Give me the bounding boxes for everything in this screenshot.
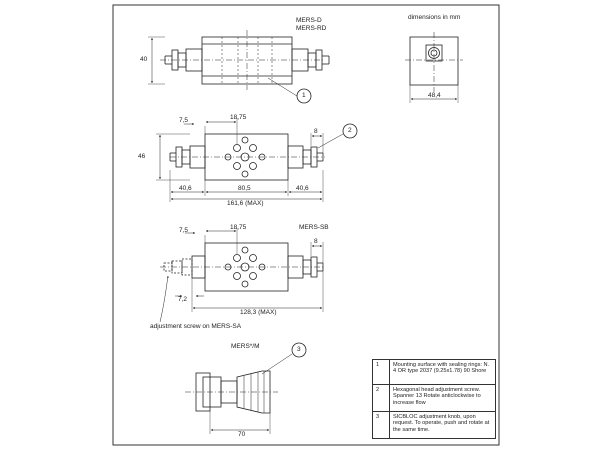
callout-2: 2 [348,127,352,134]
dim-8-top: 8 [314,128,318,135]
dim-7-2: 7,2 [178,296,188,303]
adjustment-screw-label: adjustment screw on MERS-SA [150,323,242,330]
dim-40-6-right: 40,6 [296,185,309,192]
notes-table: 1 Mounting surface with sealing rings: N… [372,359,496,439]
mers-rd-plan-view [156,118,358,202]
note-text: Mounting surface with sealing rings: N. … [389,359,496,385]
dim-40-6-left: 40,6 [179,185,192,192]
note-text: SICBLOC adjustment knob, upon request. T… [389,411,496,439]
title-mers-rd: MERS-RD [296,25,327,32]
callout-3: 3 [297,346,301,353]
sheet-border [112,4,500,446]
table-row: 1 Mounting surface with sealing rings: N… [372,359,496,385]
dim-18-75-top: 18,75 [230,114,247,121]
dim-128-3-max: 128,3 (MAX) [240,309,277,316]
callout-1: 1 [302,92,306,99]
note-text: Hexagonal head adjustment screw. Spanner… [389,384,496,412]
dim-height-46: 46 [138,153,146,160]
dim-7-5-bottom: 7,5 [179,227,189,234]
end-view [405,32,463,103]
title-mers-sb: MERS-SB [299,224,329,231]
dim-80-5: 80,5 [238,185,251,192]
table-row: 3 SICBLOC adjustment knob, upon request.… [372,411,496,439]
note-number: 2 [372,384,390,412]
mers-d-side-view [148,30,330,104]
dim-7-5-top: 7,5 [179,117,189,124]
dimensions-note: dimensions in mm [408,14,461,21]
mers-m-knob-view [185,342,307,434]
dim-161-6-max: 161,6 (MAX) [227,200,264,207]
note-number: 1 [372,359,390,385]
dim-18-75-bottom: 18,75 [230,224,247,231]
mers-sb-plan-view [159,228,325,323]
dim-8-bottom: 8 [314,238,318,245]
note-number: 3 [372,411,390,439]
title-mers-d: MERS-D [296,17,322,24]
dim-70: 70 [238,431,246,438]
title-mers-m: MERS*/M [231,343,260,350]
dim-width-48-4: 48,4 [428,92,441,99]
dim-height-40: 40 [140,56,148,63]
table-row: 2 Hexagonal head adjustment screw. Spann… [372,384,496,412]
